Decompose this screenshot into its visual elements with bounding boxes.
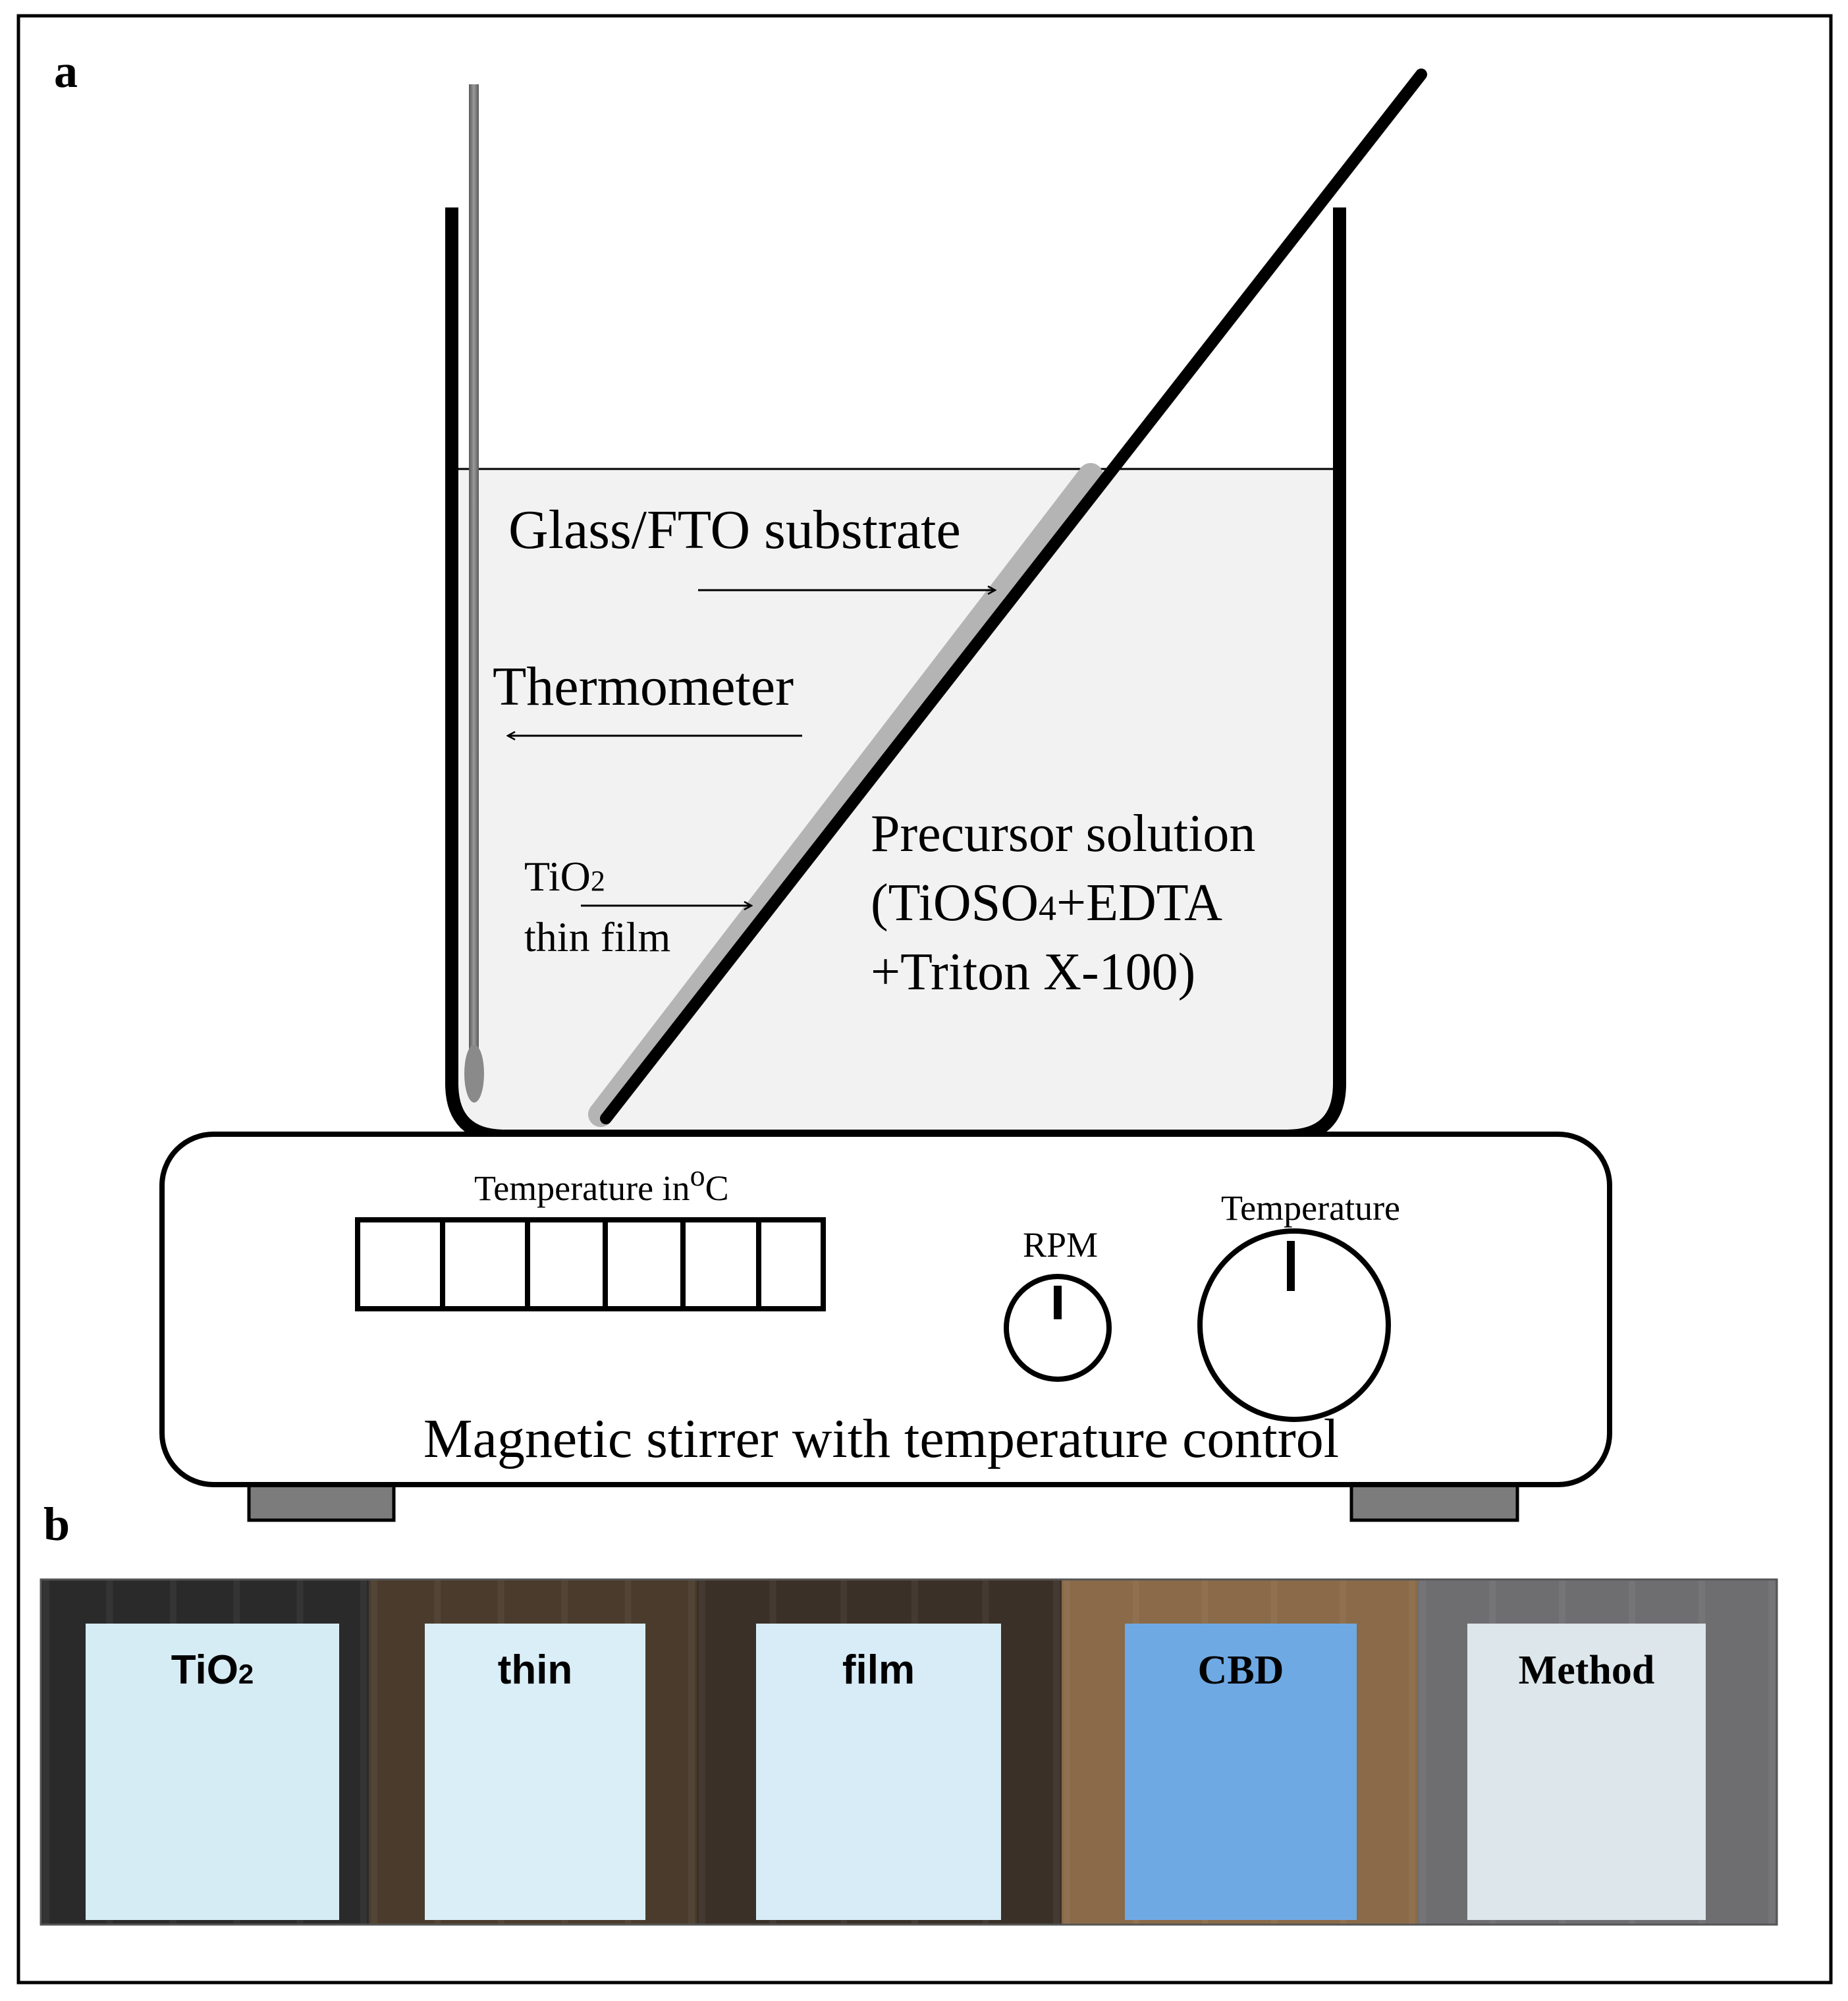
thin-film-sample xyxy=(1125,1624,1357,1920)
substrate-label: Glass/FTO substrate xyxy=(508,499,961,561)
panel-a-letter: a xyxy=(54,45,78,97)
magnetic-stirrer: Temperature inoC RPM Temperature Magneti… xyxy=(159,1132,1612,1522)
rpm-label: RPM xyxy=(1023,1225,1098,1265)
panel-b: b TiO2 thin film CBD Method xyxy=(40,1498,1778,1926)
tio2-film-coating xyxy=(588,463,1103,1127)
sample-label: thin xyxy=(498,1647,573,1693)
panel-a: a Glass/FTO substrate Thermometer TiO2 t… xyxy=(54,45,1612,1522)
rpm-knob xyxy=(1004,1274,1112,1382)
stirrer-caption: Magnetic stirrer with temperature contro… xyxy=(423,1408,1339,1469)
sample-label: film xyxy=(842,1647,915,1693)
film-label-line2: thin film xyxy=(524,914,670,960)
precursor-solution-liquid xyxy=(452,469,1340,1136)
temperature-knob-label: Temperature xyxy=(1221,1188,1400,1228)
sample-label: Method xyxy=(1519,1648,1655,1693)
glass-fto-substrate xyxy=(600,69,1427,1124)
stirrer-left-foot xyxy=(247,1480,396,1522)
thermometer-label: Thermometer xyxy=(493,656,794,717)
sample-photo-strip: TiO2 thin film CBD Method xyxy=(40,1578,1778,1926)
stirrer-right-foot xyxy=(1349,1480,1519,1522)
sample-label: CBD xyxy=(1198,1648,1284,1693)
sample-photo: CBD xyxy=(1062,1579,1417,1925)
film-label-line1: TiO2 xyxy=(524,853,605,900)
thermometer xyxy=(464,84,484,1103)
temperature-display xyxy=(355,1217,826,1311)
thin-film-sample xyxy=(1467,1624,1706,1920)
photo-strip-border xyxy=(40,1578,1778,1926)
display-label: Temperature inoC xyxy=(474,1159,729,1208)
sample-photo: TiO2 xyxy=(41,1579,369,1925)
sample-photo: Method xyxy=(1417,1579,1777,1925)
thin-film-sample xyxy=(756,1624,1001,1920)
sample-label: TiO2 xyxy=(171,1647,254,1693)
precursor-label-line3: +Triton X-100) xyxy=(871,943,1195,1001)
thin-film-sample xyxy=(86,1624,339,1920)
sample-photo: thin xyxy=(369,1579,697,1925)
temperature-knob xyxy=(1197,1228,1391,1422)
thin-film-sample xyxy=(425,1624,645,1920)
sample-photo: film xyxy=(697,1579,1062,1925)
precursor-label-line1: Precursor solution xyxy=(871,805,1255,863)
figure-frame xyxy=(16,14,1833,1985)
precursor-label-line2: (TiOSO4+EDTA xyxy=(871,874,1222,932)
panel-b-letter: b xyxy=(43,1498,70,1550)
